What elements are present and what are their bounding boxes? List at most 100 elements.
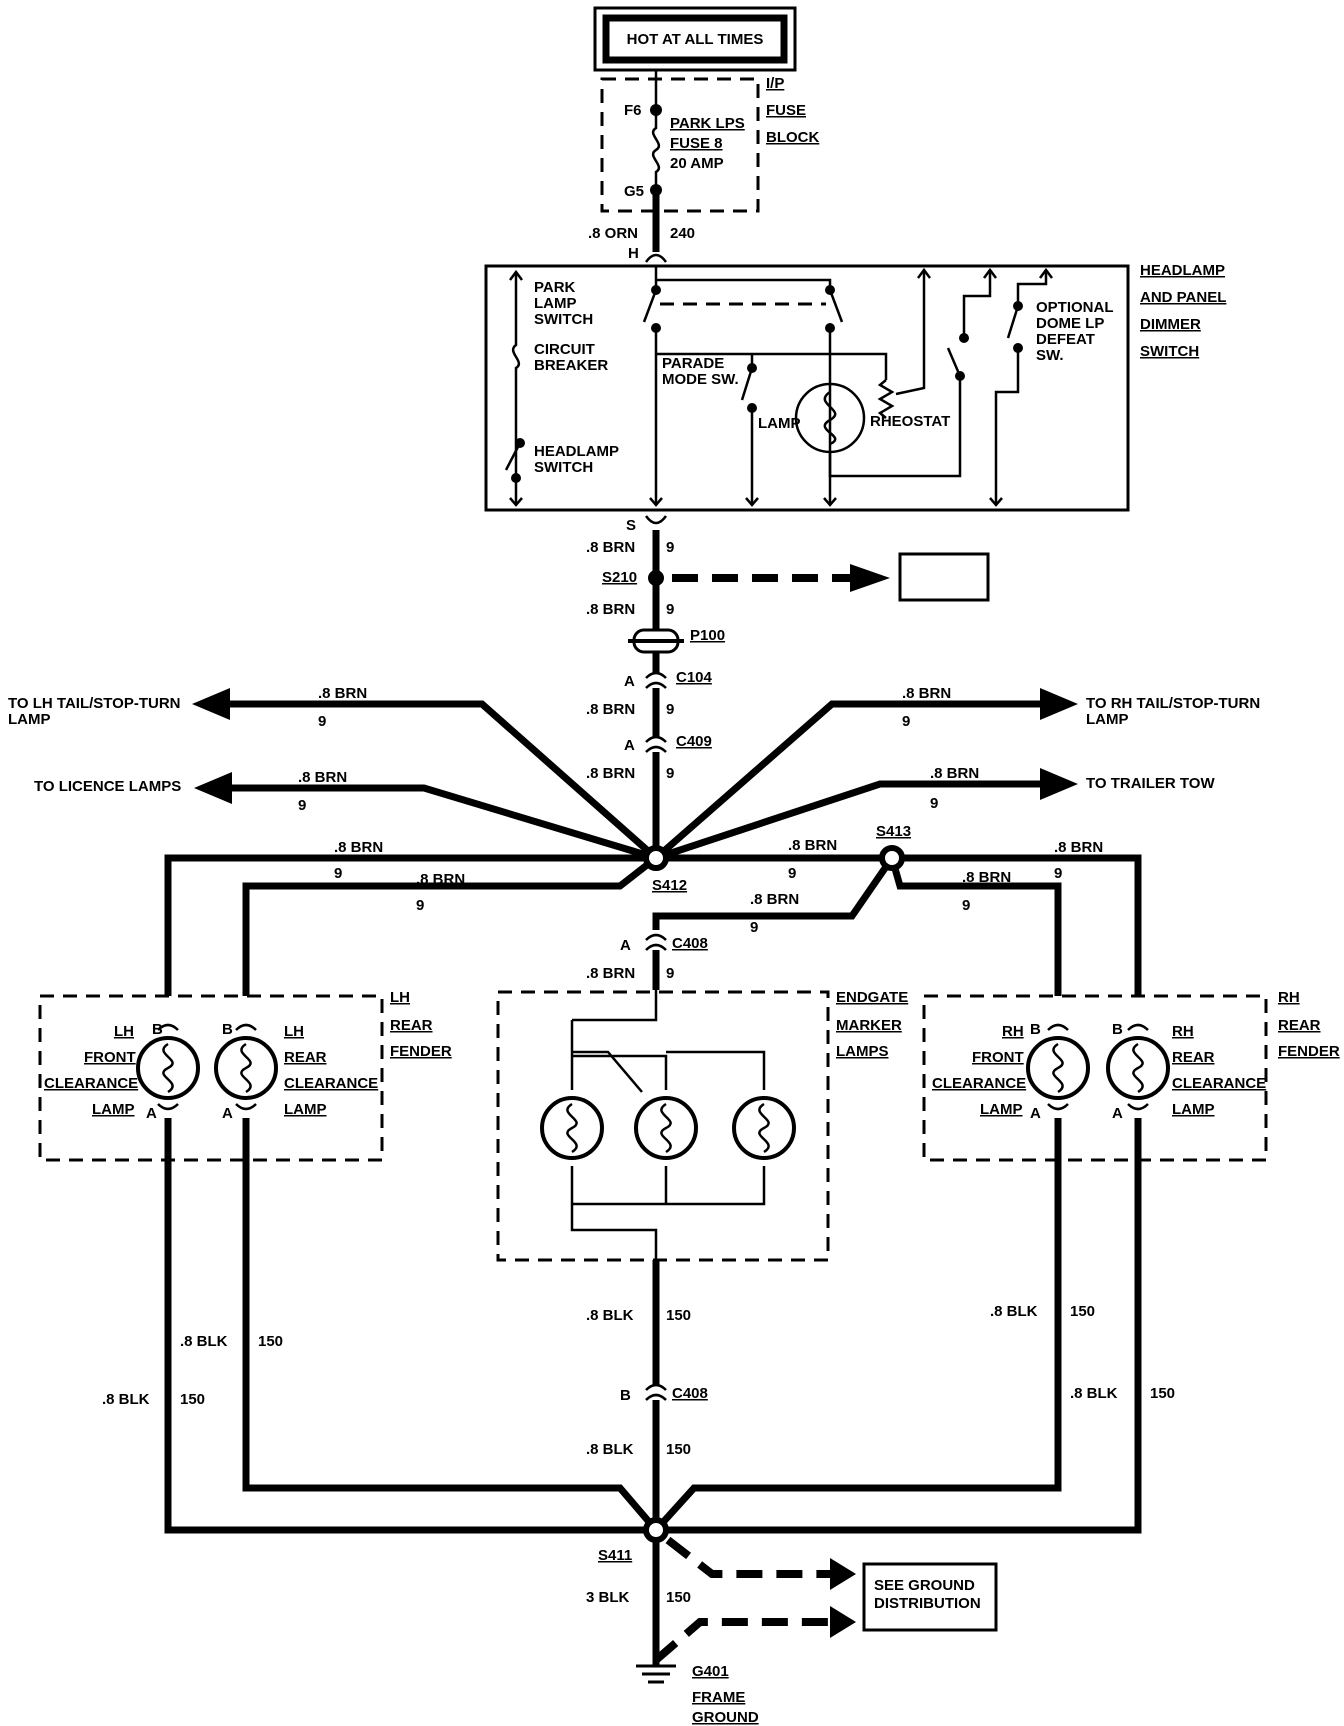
lh-tail-gauge: .8 BRN [318, 685, 367, 702]
lh-rear-pin-b: B [222, 1021, 233, 1038]
c409-label: C409 [676, 733, 712, 750]
trailer-gauge: .8 BRN [930, 765, 979, 782]
trunk-gauge-1: .8 BRN [586, 539, 635, 556]
rh-front-ground [653, 1118, 1062, 1533]
splice-s412 [643, 845, 669, 871]
endgate-lamp-2 [634, 1096, 698, 1160]
switch-box-title-2: AND PANEL [1140, 289, 1226, 306]
fuse-pin-bottom-label: G5 [624, 183, 644, 200]
rh-tail-gauge: .8 BRN [902, 685, 951, 702]
lh-tail-circuit: 9 [318, 713, 326, 730]
rh-tail-arrow [1040, 688, 1078, 720]
c408a-pin: A [620, 937, 631, 954]
lh-front-l1: LH [114, 1023, 134, 1040]
connector-h [644, 253, 668, 263]
fuse-name: PARK LPS [670, 115, 745, 132]
feed-gauge: .8 ORN [588, 225, 638, 242]
lh-tail-label-2: LAMP [8, 711, 51, 728]
lh-front-l4: LAMP [92, 1101, 135, 1118]
lh-group-l2: REAR [390, 1017, 433, 1034]
rh-rear-pin-b: B [1112, 1021, 1123, 1038]
lh-front-feed [164, 854, 656, 996]
rh-tail-circuit: 9 [902, 713, 910, 730]
trunk-circuit-3: 9 [666, 701, 674, 718]
c104-label: C104 [676, 669, 713, 686]
fuse-pin-top-label: F6 [624, 102, 642, 119]
rh-front-pin-b: B [1030, 1021, 1041, 1038]
connector-c409 [645, 735, 667, 753]
switch-box-title-1: HEADLAMP [1140, 262, 1225, 279]
park-lamp-switch-l2: LAMP [534, 295, 577, 312]
endgate-gnd-gauge: .8 BLK [586, 1307, 634, 1324]
rh-rear-feed [892, 854, 1142, 996]
trunk-gauge-2: .8 BRN [586, 601, 635, 618]
licence-gauge: .8 BRN [298, 769, 347, 786]
lh-tail-wire [230, 700, 659, 861]
switch-box-title-3: DIMMER [1140, 316, 1201, 333]
lh-rear-l4: LAMP [284, 1101, 327, 1118]
s210-ref-box [898, 552, 990, 602]
rh-front-l4: LAMP [980, 1101, 1023, 1118]
parade-mode-l1: PARADE [662, 355, 724, 372]
headlamp-switch-box [484, 264, 1130, 512]
dome-defeat-l4: SW. [1036, 347, 1064, 364]
main-ground-gauge: 3 BLK [586, 1589, 630, 1606]
trailer-wire [654, 780, 1040, 862]
rh-tail-label-2: LAMP [1086, 711, 1129, 728]
splice-s411 [643, 1517, 669, 1543]
trunk-circuit-2: 9 [666, 601, 674, 618]
lh-front-l2: FRONT [84, 1049, 136, 1066]
connector-s [644, 515, 668, 525]
licence-wire [232, 784, 658, 862]
splice-s210 [648, 570, 664, 586]
connector-c408-b [645, 1383, 667, 1401]
splice-s411-label: S411 [598, 1547, 632, 1564]
power-label-box [602, 14, 788, 64]
lh-front-ground [164, 1118, 656, 1534]
lh-rear-l1: LH [284, 1023, 304, 1040]
c409-pin: A [624, 737, 635, 754]
bus-circuit-lh2: 9 [416, 897, 424, 914]
lh-fender-outline [38, 994, 384, 1162]
trunk-gauge-3: .8 BRN [586, 701, 635, 718]
splice-s412-label: S412 [652, 877, 687, 894]
trailer-arrow [1040, 768, 1078, 800]
rh-front-gnd-circuit: 150 [1070, 1303, 1095, 1320]
bus-gauge-lh2: .8 BRN [416, 871, 465, 888]
bus-gauge-rh2: .8 BRN [962, 869, 1011, 886]
lh-rear-gnd-gauge: .8 BLK [180, 1333, 228, 1350]
rh-front-l1: RH [1002, 1023, 1024, 1040]
c408b-gnd-circuit: 150 [666, 1441, 691, 1458]
endgate-l1: ENDGATE [836, 989, 908, 1006]
rh-rear-gnd-circuit: 150 [1150, 1385, 1175, 1402]
see-ground-box [862, 1562, 998, 1632]
lh-rear-pin-a: A [222, 1105, 233, 1122]
main-ground-circuit: 150 [666, 1589, 691, 1606]
lh-rear-l2: REAR [284, 1049, 327, 1066]
s411-arrow-2 [830, 1606, 856, 1638]
splice-s413-label: S413 [876, 823, 911, 840]
g401-l3: GROUND [692, 1709, 759, 1726]
circuit-breaker-l2: BREAKER [534, 357, 608, 374]
bus-circuit-lh1: 9 [334, 865, 342, 882]
bus-gauge-mid: .8 BRN [788, 837, 837, 854]
connector-s-label: S [626, 517, 636, 534]
c408b-label: C408 [672, 1385, 708, 1402]
rh-fender-outline [922, 994, 1268, 1162]
g401-l1: G401 [692, 1663, 729, 1680]
lh-rear-ground [242, 1118, 659, 1533]
bus-gauge-endgate: .8 BRN [750, 891, 799, 908]
lh-tail-label-1: TO LH TAIL/STOP-TURN [8, 695, 181, 712]
rh-group-l1: RH [1278, 989, 1300, 1006]
headlamp-switch-l2: SWITCH [534, 459, 593, 476]
lh-front-l3: CLEARANCE [44, 1075, 138, 1092]
bus-circuit-endgate: 9 [750, 919, 758, 936]
c408b-gnd-gauge: .8 BLK [586, 1441, 634, 1458]
s411-dash-2 [653, 1618, 830, 1664]
bus-circuit-rh2: 9 [962, 897, 970, 914]
dome-defeat-l2: DOME LP [1036, 315, 1104, 332]
feed-circuit: 240 [670, 225, 695, 242]
trailer-label: TO TRAILER TOW [1086, 775, 1215, 792]
rh-rear-ground [656, 1118, 1142, 1534]
